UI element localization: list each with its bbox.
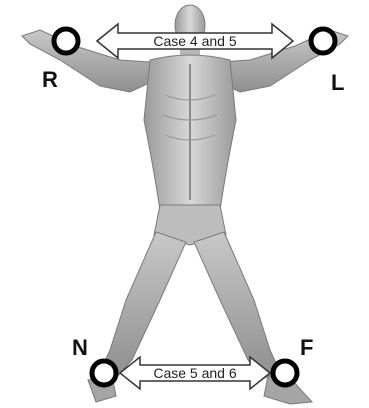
lower-connection-label: Case 5 and 6 (153, 365, 236, 381)
electrode-left-leg (273, 361, 297, 385)
electrode-label-r: R (42, 67, 58, 92)
electrode-right-leg (92, 361, 116, 385)
electrode-label-f: F (300, 335, 313, 360)
right-leg (100, 232, 186, 378)
lower-connection-arrow: Case 5 and 6 (120, 357, 270, 389)
left-leg (194, 232, 280, 378)
electrode-label-l: L (331, 70, 344, 95)
upper-connection-label: Case 4 and 5 (153, 33, 236, 49)
electrode-left-arm (311, 29, 335, 53)
electrode-right-arm (54, 29, 78, 53)
electrode-label-n: N (72, 335, 88, 360)
